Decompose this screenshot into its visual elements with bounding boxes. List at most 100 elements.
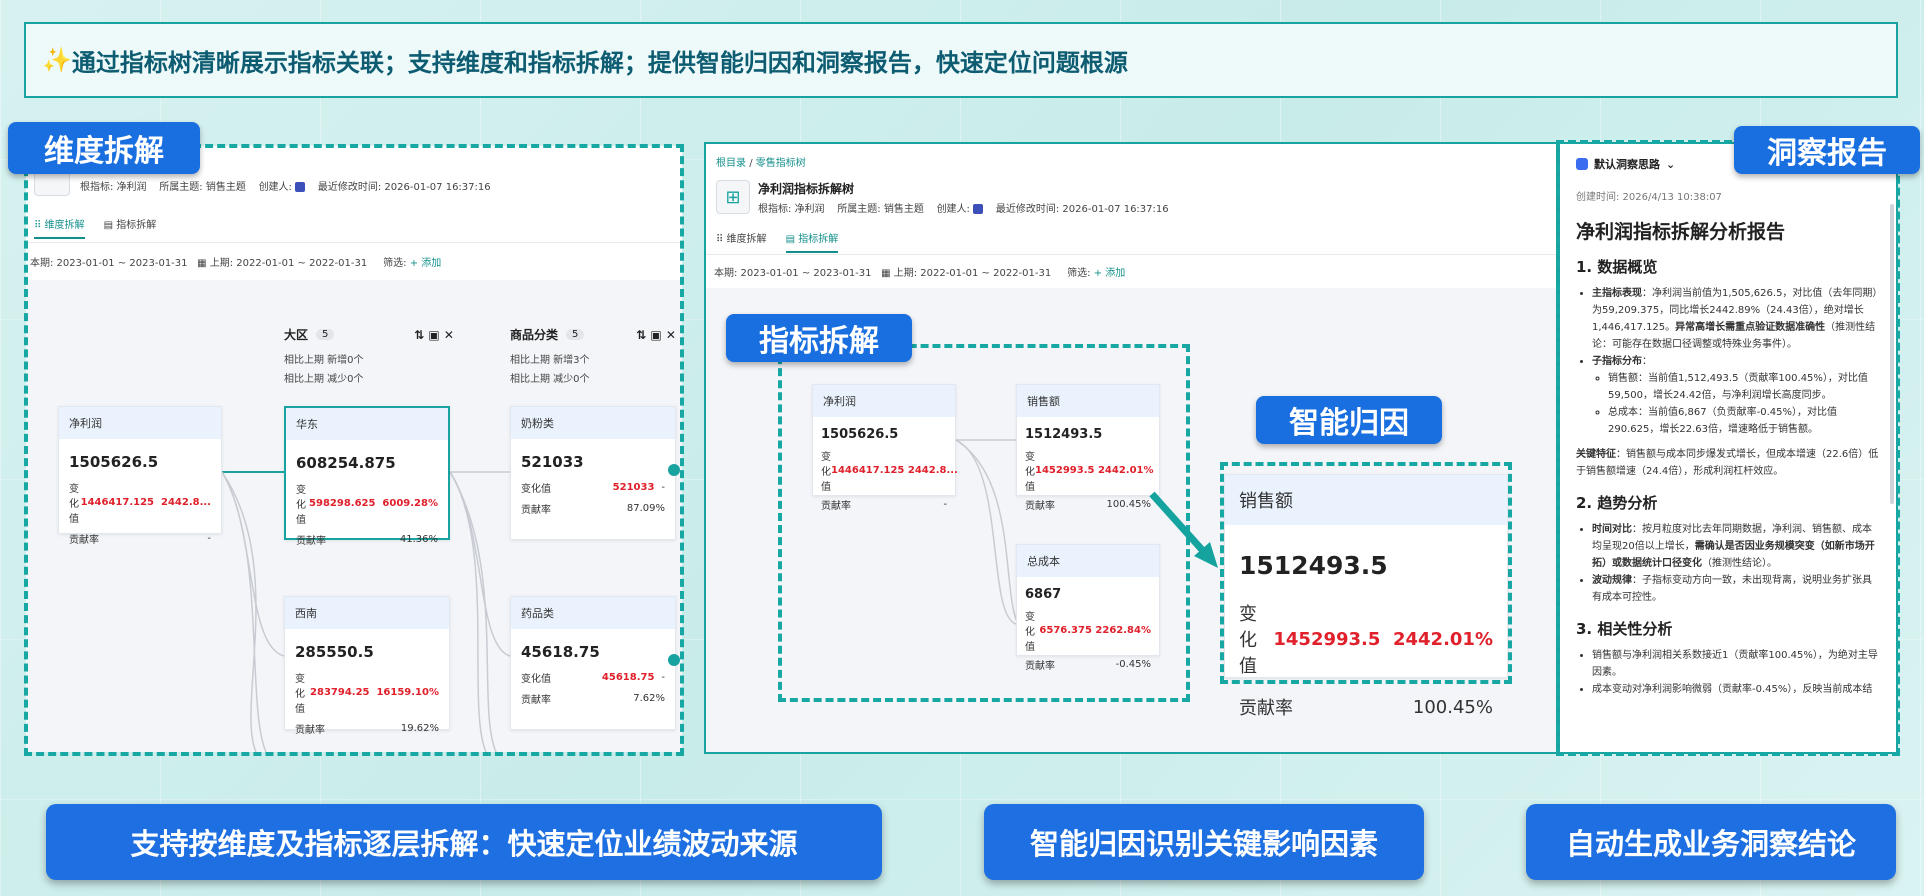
prev-period[interactable]: 上期: 2022-01-01 ~ 2022-01-31 xyxy=(893,268,1052,279)
list-text: ：净利润当前值为1,505,626.5，对比值（去年同期）为59,209.375… xyxy=(1592,288,1878,333)
current-period[interactable]: 本期: 2023-01-01 ~ 2023-01-31 xyxy=(30,258,188,269)
change-label: 变化值 xyxy=(821,452,831,493)
contrib-label: 贡献率 xyxy=(295,725,325,736)
change-pct: 2442.8... xyxy=(907,465,958,476)
breadcrumb: 根目录 / 零售指标树 xyxy=(716,154,806,169)
card-value: 1512493.5 xyxy=(1025,427,1103,442)
breadcrumb-tree[interactable]: 零售指标树 xyxy=(755,158,806,169)
contrib-label: 贡献率 xyxy=(1025,501,1055,512)
scrollbar[interactable] xyxy=(1890,204,1894,504)
avatar xyxy=(295,182,306,192)
list-item: 主指标表现：净利润当前值为1,505,626.5，对比值（去年同期）为59,20… xyxy=(1592,285,1880,353)
section-overview: 1. 数据概览 xyxy=(1576,258,1658,276)
avatar xyxy=(973,204,984,214)
caption-insight: 自动生成业务洞察结论 xyxy=(1526,804,1896,880)
card-title: 净利润 xyxy=(813,385,955,417)
list-text: ：子指标变动方向一致，未出现背离，说明业务扩张具有成本可控性。 xyxy=(1592,575,1872,603)
card-value: 1505626.5 xyxy=(821,427,899,442)
topic-label: 所属主题: xyxy=(837,204,881,215)
expand-icon[interactable] xyxy=(668,654,680,666)
tab-dimension[interactable]: ⠿ 维度拆解 xyxy=(34,216,85,239)
report-created-time: 创建时间: 2026/4/13 10:38:07 xyxy=(1576,192,1722,203)
bold-term: 需确认是否因业务规模突变（如新市场开拓）或数据统计口径变化 xyxy=(1592,541,1875,569)
calendar-icon: ▦ xyxy=(197,258,207,269)
arrow-icon xyxy=(1149,491,1218,568)
tab-metric[interactable]: ▤ 指标拆解 xyxy=(785,230,839,253)
modified-label: 最近修改时间: xyxy=(995,204,1060,215)
key-feature: 关键特征：销售额与成本同步爆发式增长，但成本增速（22.6倍）低于销售额增速（2… xyxy=(1576,446,1880,480)
column-title: 大区 xyxy=(284,328,309,342)
contrib-value: 7.62% xyxy=(633,693,665,704)
change-value: 1452993.5 xyxy=(1273,628,1381,650)
card-title: 华东 xyxy=(286,408,448,440)
card-title: 奶粉类 xyxy=(511,407,675,439)
added-count: 相比上期 新增3个 xyxy=(510,355,590,366)
list-item: 总成本：当前值6,867（负贡献率-0.45%），对比值290.625，增长22… xyxy=(1608,404,1880,438)
column-header-region: 大区 5 ⇅ ▣ ✕ 相比上期 新增0个 相比上期 减少0个 xyxy=(284,326,454,386)
list-item: 销售额与净利润相关系数接近1（贡献率100.45%），为绝对主导因素。 xyxy=(1592,647,1880,681)
selector-label: 默认洞察思路 xyxy=(1594,158,1660,171)
report-title: 净利润指标拆解分析报告 xyxy=(1576,221,1786,243)
root-label: 根指标: xyxy=(758,204,792,215)
change-value: 1446417.125 xyxy=(80,497,155,508)
insight-selector[interactable]: 默认洞察思路 ⌄ xyxy=(1576,156,1880,172)
card-value: 45618.75 xyxy=(521,643,600,661)
add-filter-button[interactable]: + 添加 xyxy=(1093,268,1126,279)
card-title: 西南 xyxy=(285,597,449,629)
bold-term: 波动规律 xyxy=(1592,575,1632,586)
expand-icon[interactable] xyxy=(668,464,680,476)
breadcrumb-root[interactable]: 根目录 xyxy=(716,158,746,169)
tab-dimension[interactable]: ⠿ 维度拆解 xyxy=(716,234,767,245)
tab-metric-label: 指标拆解 xyxy=(798,234,839,245)
change-value: 521033 xyxy=(612,482,655,493)
bold-term: 子指标分布 xyxy=(1592,356,1642,367)
breadcrumb-separator: / xyxy=(749,158,753,169)
change-value: 1446417.125 xyxy=(831,465,905,476)
card-title: 销售额 xyxy=(1225,475,1507,525)
change-label: 变化值 xyxy=(296,485,306,526)
removed-count: 相比上期 减少0个 xyxy=(510,374,590,385)
trend-list: 时间对比：按月粒度对比去年同期数据，净利润、销售额、成本均呈现20倍以上增长，需… xyxy=(1576,521,1880,606)
prev-period[interactable]: 上期: 2022-01-01 ~ 2022-01-31 xyxy=(209,258,368,269)
tab-metric[interactable]: ▤ 指标拆解 xyxy=(103,220,157,231)
filter-label: 筛选: xyxy=(383,258,407,269)
count-badge: 5 xyxy=(566,329,585,340)
current-period[interactable]: 本期: 2023-01-01 ~ 2023-01-31 xyxy=(714,268,872,279)
filter-row: 本期: 2023-01-01 ~ 2023-01-31 ▦ 上期: 2022-0… xyxy=(30,254,441,269)
list-item: 成本变动对净利润影响微弱（贡献率-0.45%），反映当前成本结 xyxy=(1592,681,1880,698)
card-value: 521033 xyxy=(521,453,584,471)
calendar-icon: ▦ xyxy=(881,268,891,279)
list-item: 波动规律：子指标变动方向一致，未出现背离，说明业务扩张具有成本可控性。 xyxy=(1592,572,1880,606)
overview-list: 主指标表现：净利润当前值为1,505,626.5，对比值（去年同期）为59,20… xyxy=(1576,285,1880,438)
change-pct: 6009.28% xyxy=(382,498,438,509)
modified-label: 最近修改时间: xyxy=(317,182,382,193)
contrib-label: 贡献率 xyxy=(1239,698,1293,719)
change-pct: 2262.84% xyxy=(1095,625,1151,636)
divider xyxy=(706,254,1556,255)
contrib-value: 41.36% xyxy=(399,534,438,545)
root-label: 根指标: xyxy=(80,182,114,193)
add-filter-button[interactable]: + 添加 xyxy=(409,258,442,269)
change-pct: - xyxy=(661,672,665,683)
card-title: 净利润 xyxy=(59,407,221,439)
contrib-label: 贡献率 xyxy=(521,505,551,516)
chevron-down-icon: ⌄ xyxy=(1666,157,1676,171)
section-trend: 2. 趋势分析 xyxy=(1576,494,1658,512)
topic-label: 所属主题: xyxy=(159,182,203,193)
card-value: 285550.5 xyxy=(295,643,374,661)
filter-label: 筛选: xyxy=(1067,268,1091,279)
sort-icon[interactable]: ⇅ ▣ ✕ xyxy=(414,327,454,342)
column-header-category: 商品分类 5 ⇅ ▣ ✕ 相比上期 新增3个 相比上期 减少0个 xyxy=(510,326,676,386)
creator-label: 创建人: xyxy=(258,182,292,193)
sort-icon[interactable]: ⇅ ▣ ✕ xyxy=(636,327,676,342)
divider xyxy=(26,242,682,243)
